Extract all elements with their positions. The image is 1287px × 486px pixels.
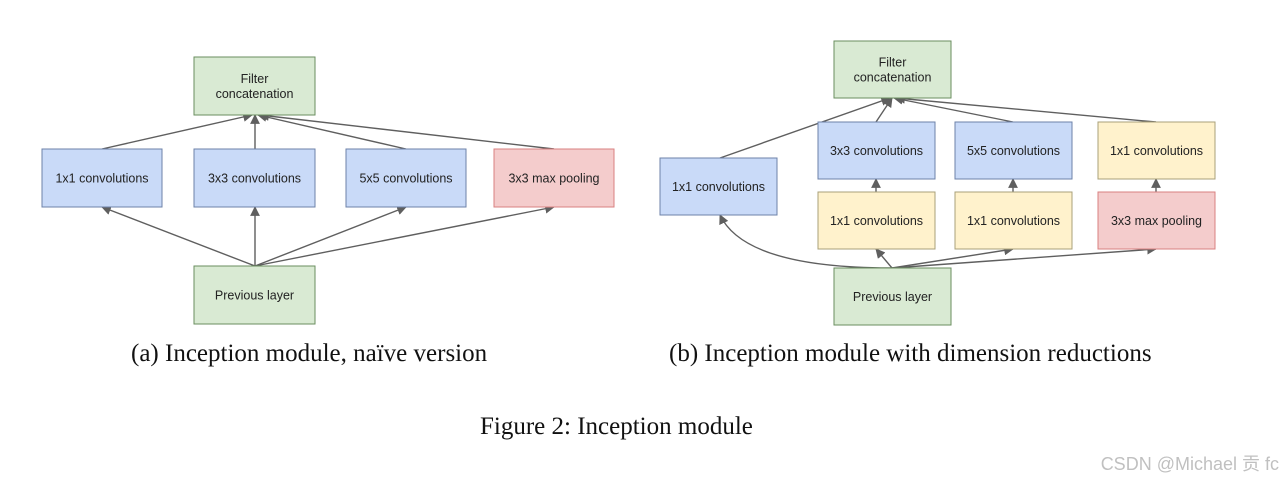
a-edge-pool-to-concat xyxy=(259,111,555,150)
a-node-c5-box xyxy=(345,148,467,208)
a-node-c3-label: 3x3 convolutions xyxy=(208,172,301,186)
b-node-c1-box xyxy=(659,157,778,216)
b-edge-c5-to-concat xyxy=(893,94,1014,123)
b-node-r5-label: 1x1 convolutions xyxy=(967,214,1060,228)
a-node-c3: 3x3 convolutions xyxy=(193,148,316,208)
b-node-prev-label: Previous layer xyxy=(853,290,932,304)
b-node-r_pool-label: 1x1 convolutions xyxy=(1110,144,1203,158)
b-node-pool-box xyxy=(1097,191,1216,250)
b-node-r5-box xyxy=(954,191,1073,250)
a-node-pool-label: 3x3 max pooling xyxy=(508,172,599,186)
b-node-c1-label: 1x1 convolutions xyxy=(672,180,765,194)
b-node-r3-box xyxy=(817,191,936,250)
b-node-c3: 3x3 convolutions xyxy=(817,121,936,180)
a-node-prev-box xyxy=(193,265,316,325)
b-node-pool-label: 3x3 max pooling xyxy=(1111,214,1202,228)
b-edge-prev-to-r5 xyxy=(891,245,1014,269)
b-node-prev: Previous layer xyxy=(833,267,952,326)
b-node-c5-label: 5x5 convolutions xyxy=(967,144,1060,158)
figure-caption: Figure 2: Inception module xyxy=(480,413,753,440)
b-node-c3-box xyxy=(817,121,936,180)
a-node-c1: 1x1 convolutions xyxy=(41,148,163,208)
b-node-c3-label: 3x3 convolutions xyxy=(830,144,923,158)
b-edge-c1-to-concat xyxy=(719,96,891,159)
b-node-concat-label: concatenation xyxy=(854,71,932,85)
b-node-r_pool-box xyxy=(1097,121,1216,180)
a-edge-prev-to-c1 xyxy=(101,205,256,267)
b-node-concat-label: Filter xyxy=(879,56,907,70)
a-edge-prev-to-c5 xyxy=(254,205,407,267)
b-node-r3: 1x1 convolutions xyxy=(817,191,936,250)
caption-b: (b) Inception module with dimension redu… xyxy=(669,340,1152,367)
b-node-prev-box xyxy=(833,267,952,326)
a-node-prev-label: Previous layer xyxy=(215,289,294,303)
a-node-prev: Previous layer xyxy=(193,265,316,325)
b-node-r_pool: 1x1 convolutions xyxy=(1097,121,1216,180)
a-node-concat-label: Filter xyxy=(241,72,269,86)
a-edge-c5-to-concat xyxy=(257,112,407,150)
b-node-c1: 1x1 convolutions xyxy=(659,157,778,216)
a-node-concat-label: concatenation xyxy=(216,87,294,101)
a-node-c1-label: 1x1 convolutions xyxy=(55,172,148,186)
watermark: CSDN @Michael 贡 fc xyxy=(1100,454,1279,474)
a-node-c5-label: 5x5 convolutions xyxy=(359,172,452,186)
b-edge-r_pool-to-concat xyxy=(895,93,1157,123)
a-node-concat-box xyxy=(193,56,316,116)
a-node-pool: 3x3 max pooling xyxy=(493,148,615,208)
b-edge-c3-to-concat xyxy=(875,97,893,123)
b-node-r3-label: 1x1 convolutions xyxy=(830,214,923,228)
b-edge-prev-to-pool xyxy=(891,244,1157,269)
b-edge-prev-to-c1 xyxy=(719,214,893,269)
a-edge-c1-to-concat xyxy=(101,112,253,150)
a-node-c1-box xyxy=(41,148,163,208)
b-node-c5: 5x5 convolutions xyxy=(954,121,1073,180)
caption-a: (a) Inception module, naïve version xyxy=(131,340,488,367)
b-node-c5-box xyxy=(954,121,1073,180)
b-edge-prev-to-r3 xyxy=(875,248,893,269)
a-node-c3-box xyxy=(193,148,316,208)
b-node-r5: 1x1 convolutions xyxy=(954,191,1073,250)
a-node-c5: 5x5 convolutions xyxy=(345,148,467,208)
a-node-pool-box xyxy=(493,148,615,208)
b-node-pool: 3x3 max pooling xyxy=(1097,191,1216,250)
a-edge-prev-to-pool xyxy=(254,203,555,267)
b-node-concat-box xyxy=(833,40,952,99)
